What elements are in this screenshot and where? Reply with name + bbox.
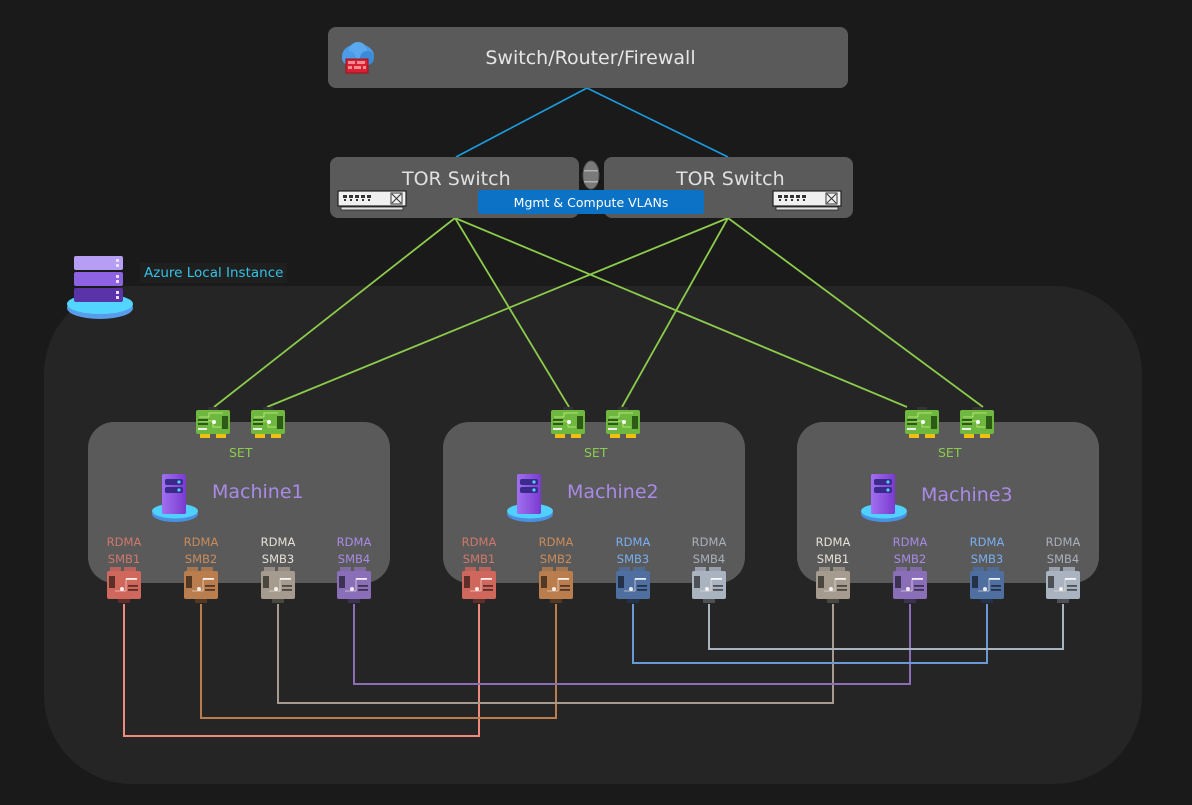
nic-name: SMB4 (1046, 552, 1080, 566)
nic-name: SMB2 (893, 552, 927, 566)
rdma-nic-label: RDMA SMB2 (171, 534, 231, 568)
nic-name: SMB1 (107, 552, 141, 566)
nic-type: RDMA (691, 535, 727, 549)
nic-name: SMB1 (816, 552, 850, 566)
rdma-link-line (708, 604, 1064, 650)
nic-name: SMB3 (616, 552, 650, 566)
set-nic-icon (250, 407, 286, 441)
nic-type: RDMA (106, 535, 142, 549)
rdma-nic-label: RDMA SMB4 (679, 534, 739, 568)
rdma-link-line (632, 604, 988, 664)
nic-type: RDMA (815, 535, 851, 549)
nic-type: RDMA (260, 535, 296, 549)
set-link-line (454, 217, 570, 408)
uplink-line (455, 87, 588, 158)
set-link-line (266, 217, 729, 408)
switch-router-firewall-node[interactable]: Switch/Router/Firewall (328, 27, 848, 88)
rdma-nic-icon[interactable] (538, 567, 574, 605)
set-nic-icon (195, 407, 231, 441)
set-link-line (213, 217, 456, 408)
nic-type: RDMA (969, 535, 1005, 549)
set-link-line (454, 217, 908, 408)
rdma-nic-icon[interactable] (892, 567, 928, 605)
firewall-label: Switch/Router/Firewall (485, 46, 696, 69)
rdma-nic-icon[interactable] (461, 567, 497, 605)
set-nic-icon (959, 407, 995, 441)
rdma-nic-icon[interactable] (336, 567, 372, 605)
rdma-link-line (123, 604, 480, 737)
nic-name: SMB2 (539, 552, 573, 566)
nic-type: RDMA (538, 535, 574, 549)
machine-node-3[interactable] (797, 422, 1099, 583)
nic-name: SMB4 (692, 552, 726, 566)
rdma-link-line (353, 604, 911, 685)
rdma-nic-icon[interactable] (183, 567, 219, 605)
machine-name: Machine3 (921, 484, 1013, 506)
rdma-nic-label: RDMA SMB4 (1033, 534, 1093, 568)
tor-switch-left[interactable]: TOR Switch (330, 157, 579, 218)
server-icon (859, 472, 909, 530)
set-label: SET (938, 445, 962, 460)
rdma-nic-label: RDMA SMB2 (526, 534, 586, 568)
rdma-nic-icon[interactable] (106, 567, 142, 605)
rdma-nic-icon[interactable] (615, 567, 651, 605)
nic-type: RDMA (461, 535, 497, 549)
nic-type: RDMA (336, 535, 372, 549)
set-nic-icon (904, 407, 940, 441)
cloud-firewall-icon (342, 42, 374, 74)
rdma-link-line (200, 604, 557, 719)
nic-type: RDMA (183, 535, 219, 549)
rdma-nic-label: RDMA SMB1 (449, 534, 509, 568)
server-stack-icon (67, 256, 133, 319)
network-switch-icon (337, 190, 407, 211)
nic-name: SMB1 (462, 552, 496, 566)
rdma-nic-icon[interactable] (969, 567, 1005, 605)
nic-type: RDMA (615, 535, 651, 549)
rdma-nic-label: RDMA SMB3 (957, 534, 1017, 568)
set-label: SET (229, 445, 253, 460)
uplink-line (586, 87, 729, 158)
rdma-nic-label: RDMA SMB1 (803, 534, 863, 568)
nic-name: SMB3 (970, 552, 1004, 566)
vlan-badge: Mgmt & Compute VLANs (478, 190, 704, 214)
rdma-nic-icon[interactable] (691, 567, 727, 605)
switch-link-icon (581, 160, 601, 190)
set-nic-icon (550, 407, 586, 441)
machine-node-2[interactable] (443, 422, 745, 583)
set-nic-icon (605, 407, 641, 441)
rdma-nic-label: RDMA SMB3 (248, 534, 308, 568)
machine-node-1[interactable] (88, 422, 390, 583)
rdma-nic-label: RDMA SMB3 (603, 534, 663, 568)
rdma-nic-icon[interactable] (1045, 567, 1081, 605)
rdma-nic-label: RDMA SMB1 (94, 534, 154, 568)
rdma-nic-icon[interactable] (815, 567, 851, 605)
nic-type: RDMA (892, 535, 928, 549)
set-label: SET (584, 445, 608, 460)
rdma-link-line (277, 604, 834, 704)
nic-type: RDMA (1045, 535, 1081, 549)
machine-name: Machine2 (567, 481, 659, 503)
rdma-nic-label: RDMA SMB2 (880, 534, 940, 568)
set-link-line (727, 217, 984, 408)
instance-label: Azure Local Instance (140, 263, 288, 283)
nic-name: SMB4 (337, 552, 371, 566)
nic-name: SMB3 (261, 552, 295, 566)
tor-switch-label: TOR Switch (402, 168, 511, 190)
set-link-line (621, 217, 729, 408)
tor-switch-label: TOR Switch (676, 168, 785, 190)
rdma-nic-icon[interactable] (260, 567, 296, 605)
machine-name: Machine1 (212, 481, 304, 503)
rdma-nic-label: RDMA SMB4 (324, 534, 384, 568)
nic-name: SMB2 (184, 552, 218, 566)
server-icon (150, 472, 200, 530)
server-icon (505, 472, 555, 530)
network-switch-icon (772, 190, 842, 211)
